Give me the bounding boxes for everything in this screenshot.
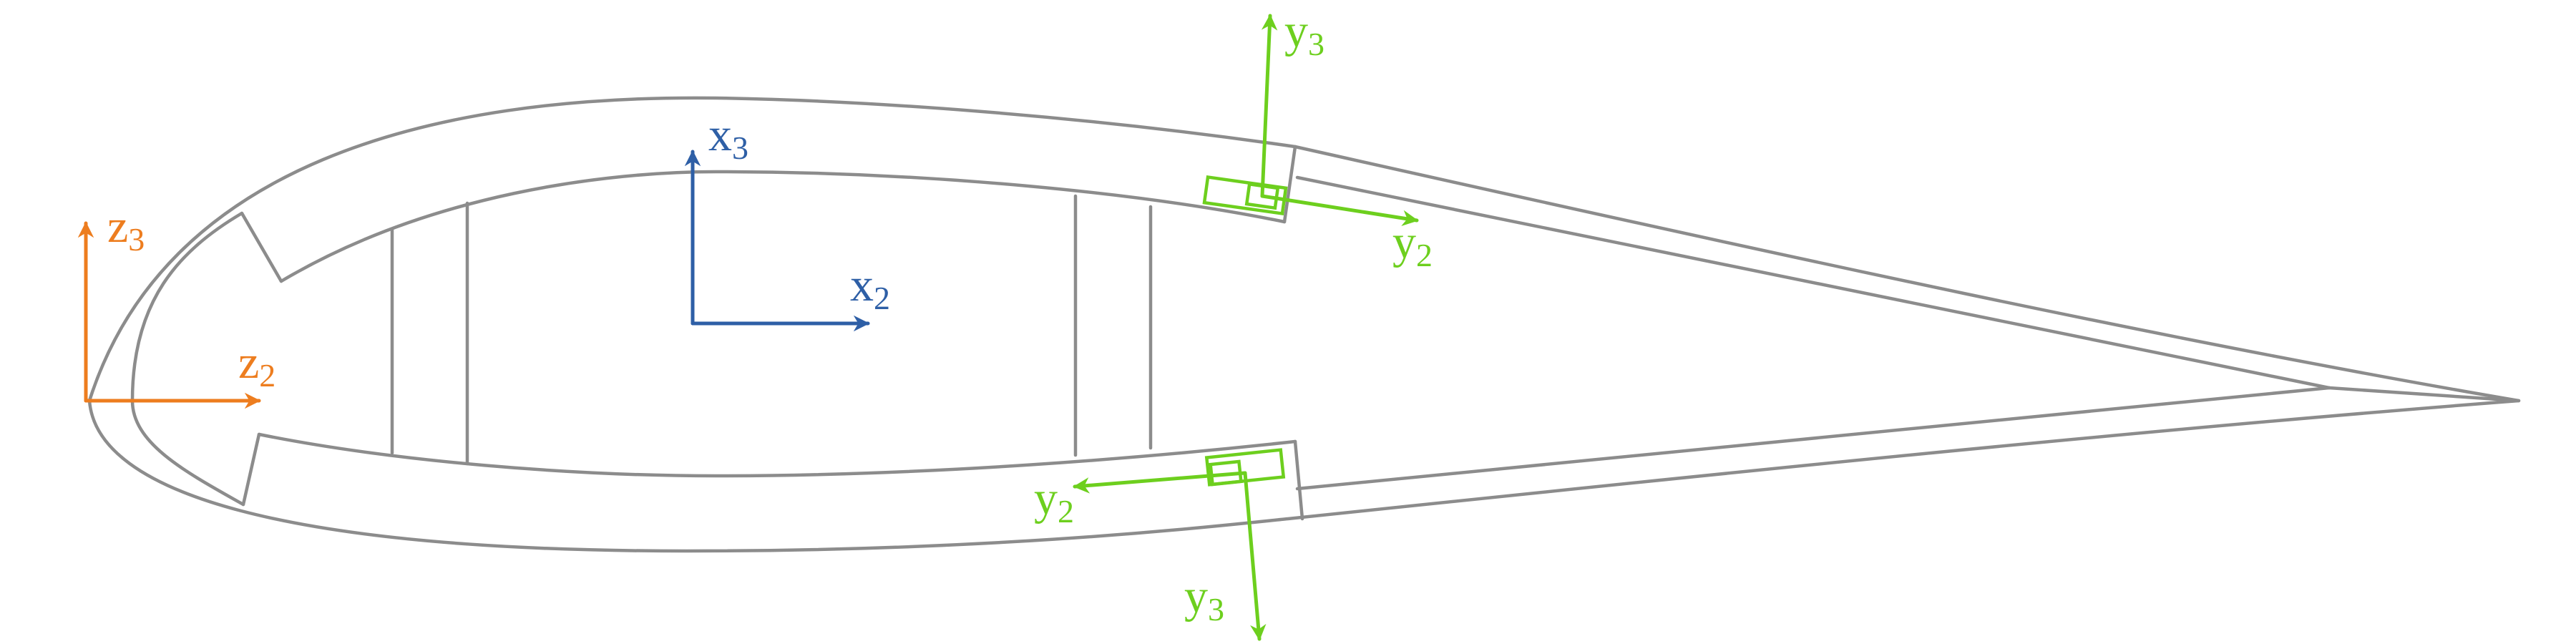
z3-label: z3 [107, 200, 145, 258]
box-lower-inner-skin [257, 432, 1297, 478]
upper-y3-axis-arrow [1260, 14, 1278, 198]
x3-label: x3 [708, 109, 748, 166]
nose-inner-skin [130, 211, 245, 507]
blue-frame: x2 x3 [684, 109, 890, 332]
airfoil-outer-skin [87, 96, 2521, 553]
upper-y2-axis-arrow [1260, 194, 1419, 226]
lower-green-frame: y2 y3 [1034, 448, 1286, 641]
lower-y2-label: y2 [1034, 472, 1074, 530]
lower-y2-axis-arrow [1073, 471, 1247, 494]
upper-y3-label: y3 [1284, 5, 1324, 62]
orange-frame: z2 z3 [77, 200, 275, 409]
upper-y2-label: y2 [1392, 216, 1433, 273]
upper-green-frame: y2 y3 [1202, 5, 1433, 273]
box-upper-inner-skin [279, 170, 1287, 283]
te-closure [2327, 386, 2521, 403]
z2-label: z2 [238, 336, 275, 394]
te-upper-inner-skin [1295, 175, 2331, 390]
aft-upper-web [1282, 145, 1297, 224]
x2-label: x2 [850, 259, 890, 316]
te-lower-inner-skin [1295, 386, 2331, 491]
nose-upper-web [240, 211, 283, 283]
lower-y3-axis-arrow [1243, 471, 1267, 641]
nose-lower-web [241, 432, 261, 507]
lower-y3-label: y3 [1184, 570, 1224, 628]
aft-lower-web [1293, 439, 1304, 521]
